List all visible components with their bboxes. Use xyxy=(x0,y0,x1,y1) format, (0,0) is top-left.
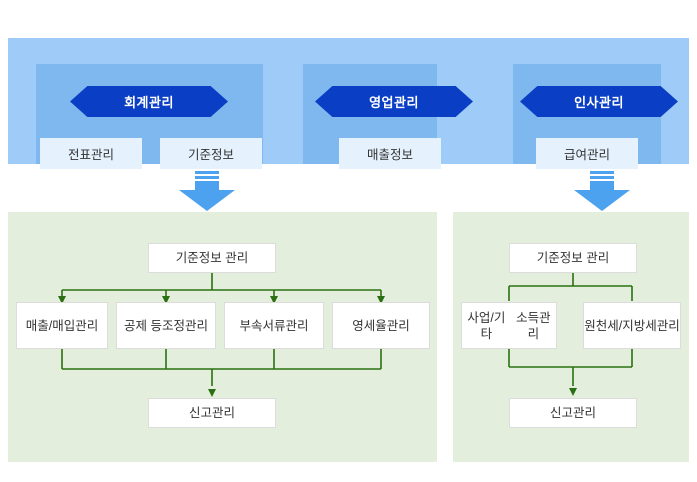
top-banner: 회계관리 영업관리 인사관리 전표관리 기준정보 매출정보 급여관리 xyxy=(8,38,689,169)
module-tab-sales[interactable]: 영업관리 xyxy=(315,86,473,117)
node-line-1: 공제 등 xyxy=(124,318,162,333)
withholding-tax-flow-panel: 기준정보 관리 사업/기타 소득관리 원천세/ 지방세관리 신고관리 xyxy=(453,212,689,462)
node-line-1: 영세율 xyxy=(352,318,387,333)
node-sales-purchase-management[interactable]: 매출/ 매입관리 xyxy=(16,302,108,349)
node-deduction-adjustment-management[interactable]: 공제 등 조정관리 xyxy=(116,302,216,349)
node-withholding-local-tax-management[interactable]: 원천세/ 지방세관리 xyxy=(583,302,681,349)
vat-flow-panel: 기준정보 관리 매출/ 매입관리 공제 등 조정관리 부속서류 관리 영세율 관… xyxy=(8,212,437,462)
node-line-2: 조정관리 xyxy=(161,318,208,333)
node-business-other-income-management[interactable]: 사업/기타 소득관리 xyxy=(461,302,557,349)
node-master-info-right[interactable]: 기준정보 관리 xyxy=(509,243,637,273)
node-filing-management-left[interactable]: 신고관리 xyxy=(148,398,276,428)
node-line-1: 부속서류 xyxy=(239,318,286,333)
sub-box-voucher-management[interactable]: 전표관리 xyxy=(40,138,142,169)
down-arrow-left-icon xyxy=(178,167,236,212)
sub-box-sales-info[interactable]: 매출정보 xyxy=(339,138,441,169)
module-tab-hr[interactable]: 인사관리 xyxy=(520,86,678,117)
node-line-1: 매출/ xyxy=(25,318,53,333)
node-line-2: 지방세관리 xyxy=(622,318,680,333)
node-line-2: 매입관리 xyxy=(52,318,99,333)
node-line-1: 원천세/ xyxy=(584,318,623,333)
node-line-1: 사업/기타 xyxy=(467,310,506,341)
module-tab-accounting[interactable]: 회계관리 xyxy=(70,86,228,117)
sub-box-master-info[interactable]: 기준정보 xyxy=(160,138,262,169)
node-line-2: 소득관리 xyxy=(516,310,551,341)
node-attachment-documents-management[interactable]: 부속서류 관리 xyxy=(224,302,324,349)
node-filing-management-right[interactable]: 신고관리 xyxy=(509,398,637,428)
node-master-info-left[interactable]: 기준정보 관리 xyxy=(148,243,276,273)
node-zero-rate-management[interactable]: 영세율 관리 xyxy=(332,302,430,349)
sub-box-payroll-management[interactable]: 급여관리 xyxy=(536,138,638,169)
node-line-2: 관리 xyxy=(386,318,410,333)
down-arrow-right-icon xyxy=(573,167,631,212)
node-line-2: 관리 xyxy=(285,318,309,333)
